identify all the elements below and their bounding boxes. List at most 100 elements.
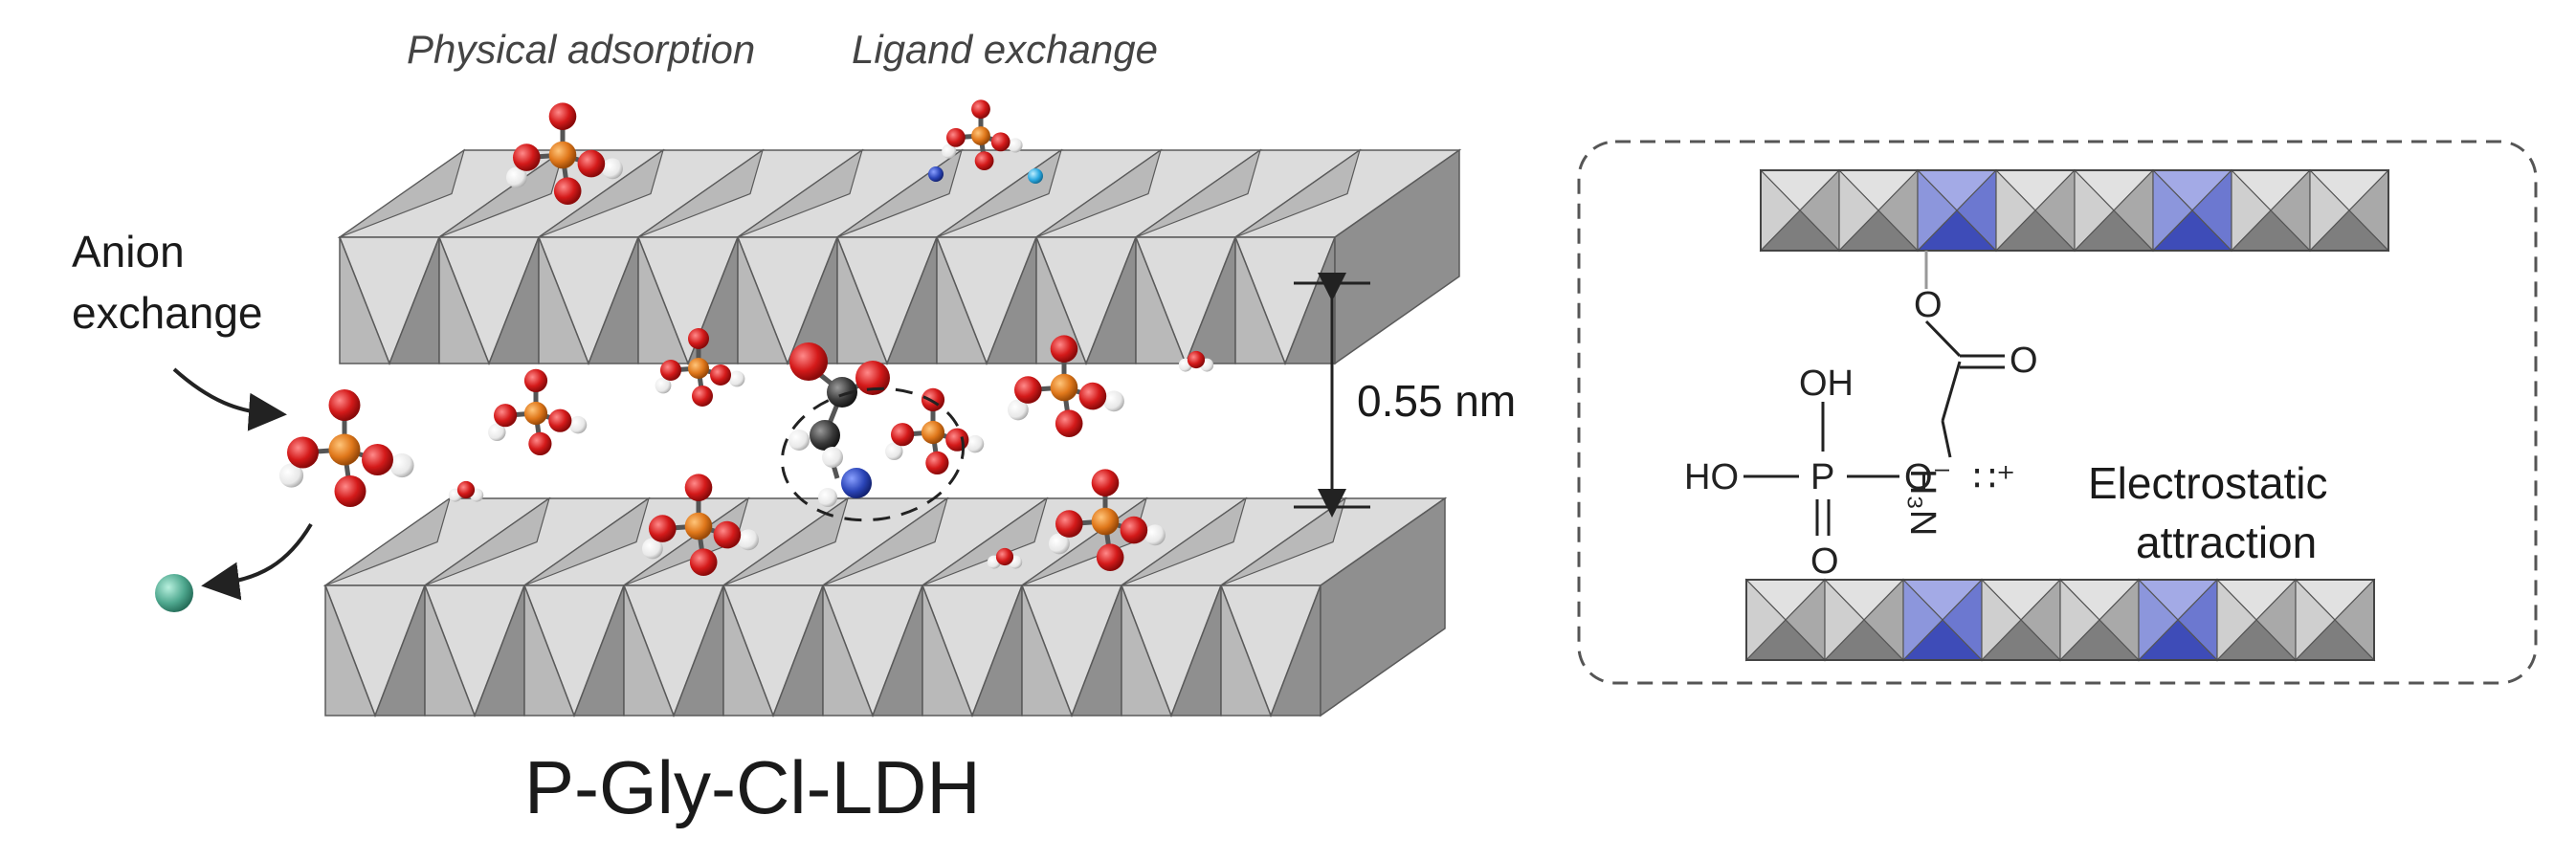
phosphorus-atom <box>328 433 361 466</box>
oxygen-atom <box>1187 350 1206 369</box>
oxygen-atom <box>548 408 572 432</box>
phosphate-ligand-exchanged <box>942 99 1023 171</box>
phosphorus-atom <box>971 126 990 145</box>
phosphate-interlayer-4 <box>1007 335 1124 438</box>
phosphate-interlayer-1 <box>655 328 745 407</box>
nitrogen-atom <box>841 468 872 498</box>
chem-o-carbonyl: O <box>2010 341 2038 381</box>
phosphorus-atom <box>921 420 945 445</box>
anion-exchange-label-line1: Anion <box>72 227 185 276</box>
oxygen-atom <box>891 423 915 447</box>
chem-h3n: H₃N <box>1902 469 1943 537</box>
hydrogen-atom <box>505 166 527 188</box>
chem-oh-top: OH <box>1799 364 1854 404</box>
phosphate-lower-surface-1 <box>641 474 759 576</box>
oxygen-atom <box>1055 409 1083 438</box>
electrostatic-label-line1: Electrostatic <box>2088 458 2328 508</box>
oxygen-atom <box>328 389 361 421</box>
hydrogen-atom <box>942 143 957 159</box>
oxygen-atom <box>789 342 828 381</box>
ldh-layers <box>322 148 1462 718</box>
hydrogen-atom <box>1144 524 1166 546</box>
oxygen-atom <box>713 520 742 549</box>
chem-o-ester: O <box>1914 285 1943 325</box>
interlayer-spacing-label: 0.55 nm <box>1357 376 1517 426</box>
oxygen-atom <box>523 368 548 392</box>
oxygen-atom <box>577 149 606 178</box>
hydrogen-atom <box>655 377 672 394</box>
oxygen-atom <box>974 151 994 171</box>
hydrogen-atom <box>278 463 304 488</box>
hydrogen-atom <box>1008 138 1023 153</box>
phosphorus-atom <box>548 141 577 169</box>
carbon-atom <box>810 420 840 451</box>
oxygen-atom <box>971 99 990 119</box>
inset-panel <box>1577 140 2538 685</box>
phosphorus-atom <box>688 358 709 379</box>
lower-ldh-layer <box>322 496 1448 718</box>
oxygen-atom <box>649 515 677 542</box>
structure-bonds <box>1743 251 2005 536</box>
hydrogen-atom <box>822 447 843 468</box>
anion-exchange-label-line2: exchange <box>72 288 263 338</box>
water-molecule <box>1178 350 1214 372</box>
inset-lower-layer <box>1744 578 2376 662</box>
ligand-cyan-atom <box>1028 168 1043 184</box>
hydrogen-atom <box>488 423 506 442</box>
oxygen-atom <box>1120 516 1148 544</box>
phosphate-physical-adsorbed <box>505 102 623 205</box>
hydrogen-atom <box>788 430 810 451</box>
oxygen-atom <box>945 428 969 452</box>
oxygen-atom <box>1050 335 1078 364</box>
oxygen-atom <box>362 444 393 475</box>
chem-o-bottom: O <box>1810 541 1839 582</box>
oxygen-atom <box>1091 469 1120 496</box>
hydrogen-atom <box>966 434 985 453</box>
hydrogen-atom <box>738 529 759 551</box>
phosphorus-atom <box>684 512 713 540</box>
oxygen-atom <box>660 360 681 381</box>
phosphate-interlayer-2 <box>488 368 588 455</box>
carbon-atom <box>827 377 857 408</box>
anion-out-arrow <box>201 522 313 601</box>
oxygen-atom <box>1014 376 1042 404</box>
hydrogen-atom <box>568 415 588 434</box>
hydrogen-atom <box>641 538 663 560</box>
phosphate-lower-surface-2 <box>1048 469 1166 571</box>
oxygen-atom <box>494 404 518 428</box>
hydrogen-atom <box>1048 533 1070 555</box>
oxygen-atom <box>287 436 319 469</box>
oxygen-atom <box>921 387 945 411</box>
phosphorus-atom <box>1091 507 1120 536</box>
anion-in-arrow <box>172 367 287 431</box>
oxygen-atom <box>925 451 949 474</box>
hydrogen-atom <box>728 370 745 387</box>
oxygen-atom <box>528 431 552 455</box>
oxygen-atom <box>995 547 1014 566</box>
inset-upper-layer <box>1759 168 2390 253</box>
phosphate-incoming <box>278 389 414 507</box>
oxygen-atom <box>692 386 713 407</box>
glyphosate-molecule <box>788 342 890 507</box>
oxygen-atom <box>548 102 577 130</box>
interlayer-dimension <box>1294 273 1370 518</box>
chem-ho-left: HO <box>1684 457 1739 497</box>
inset-layers <box>1744 168 2390 662</box>
ligand-dark-atom <box>928 166 944 182</box>
oxygen-atom <box>553 177 582 205</box>
oxygen-atom <box>1078 382 1107 410</box>
phosphate-interlayer-3 <box>885 387 985 474</box>
oxygen-atom <box>1096 543 1124 571</box>
hydrogen-atom <box>389 452 414 478</box>
oxygen-atom <box>456 480 476 499</box>
oxygen-atom <box>689 548 718 576</box>
chem-phosphorus: P <box>1810 457 1835 497</box>
electrostatic-label-line2: attraction <box>2136 518 2318 567</box>
oxygen-atom <box>990 132 1010 152</box>
water-molecule <box>987 547 1023 569</box>
oxygen-atom <box>688 328 709 349</box>
chem-o-minus: O⁻ <box>1904 457 1952 497</box>
hydrogen-atom <box>818 488 837 507</box>
